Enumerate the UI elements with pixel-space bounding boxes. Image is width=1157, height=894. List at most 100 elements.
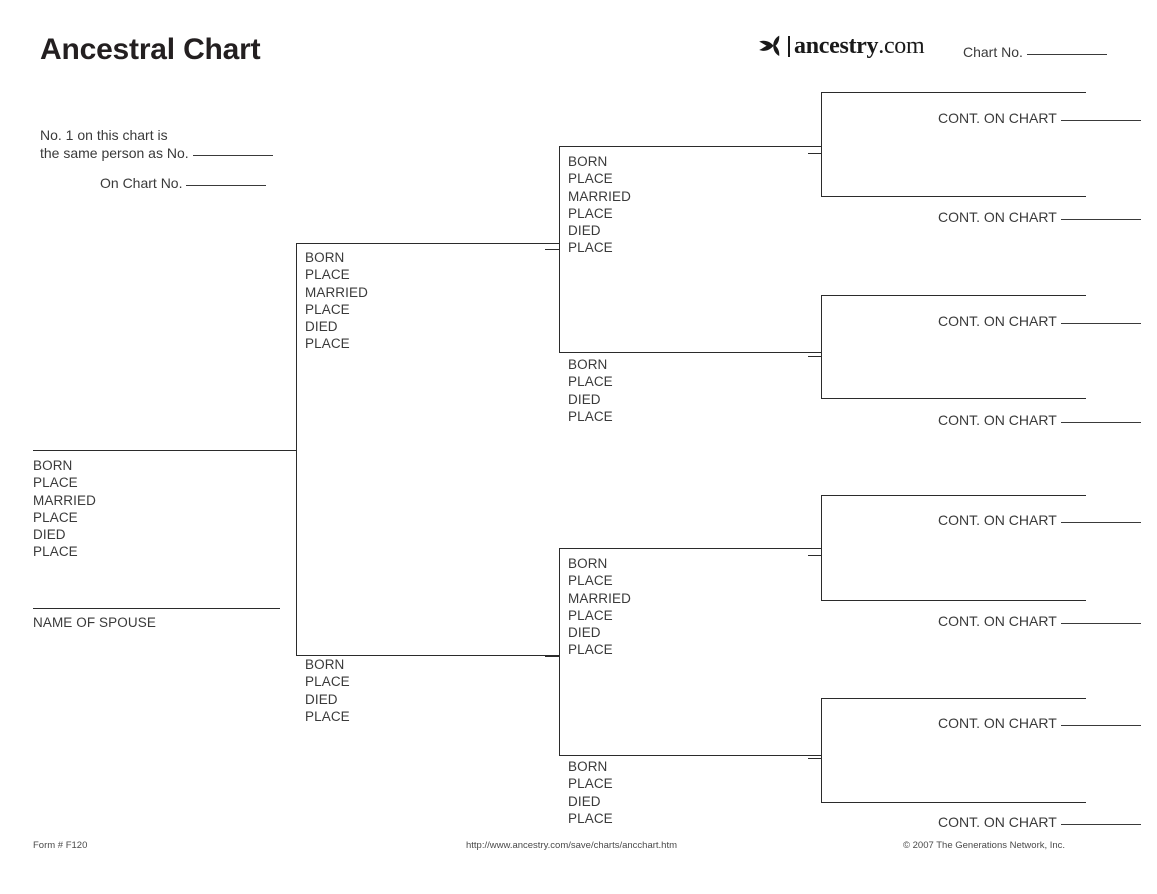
gen4-bracket-3-spine <box>821 495 822 601</box>
gen3-1-fields: BORN PLACE MARRIED PLACE DIED PLACE <box>568 153 631 257</box>
gen4-2-name-rule <box>821 196 1086 197</box>
gen4-1-cont-on-chart[interactable]: CONT. ON CHART <box>938 110 1141 126</box>
gen2-father-born: BORN <box>305 250 345 265</box>
gen3-1-born: BORN <box>568 154 608 169</box>
gen2-mother-name-rule <box>296 655 560 656</box>
gen3-4-connector-stub <box>808 758 822 759</box>
gen4-1-blank[interactable] <box>1060 120 1141 121</box>
gen2-father-connector-stub <box>545 249 560 250</box>
gen4-3-blank[interactable] <box>1060 323 1141 324</box>
gen3-4-place-born: PLACE <box>568 776 613 792</box>
on-chart-label: On Chart No. <box>100 175 183 191</box>
spouse-name-rule <box>33 608 280 609</box>
gen2-mother-connector-stub <box>545 656 560 657</box>
gen3-3-married: MARRIED <box>568 590 631 606</box>
note-line-1: No. 1 on this chart is <box>40 127 168 143</box>
gen3-3-died: DIED <box>568 625 601 641</box>
gen3-2-died: DIED <box>568 391 601 407</box>
gen3-3-place-married: PLACE <box>568 607 613 623</box>
gen3-1-married: MARRIED <box>568 188 631 204</box>
gen4-5-blank[interactable] <box>1060 522 1141 523</box>
gen4-3-name-rule <box>821 295 1086 296</box>
gen3-3-place-born: PLACE <box>568 573 613 589</box>
gen4-6-cont-on-chart[interactable]: CONT. ON CHART <box>938 613 1141 629</box>
gen2-mother-place-born: PLACE <box>305 674 350 690</box>
gen2-mother-died: DIED <box>305 691 338 707</box>
gen4-3-cont-on-chart[interactable]: CONT. ON CHART <box>938 313 1141 329</box>
footer-url[interactable]: http://www.ancestry.com/save/charts/ancc… <box>466 840 678 851</box>
ancestry-logo: ancestry.com <box>757 32 925 60</box>
footer-form-number: Form # F120 <box>33 840 88 851</box>
gen2-mother-place-died: PLACE <box>305 708 350 724</box>
on-chart-note: On Chart No. <box>100 175 267 191</box>
gen3-3-connector-stub <box>808 555 822 556</box>
gen2-bracket-spine <box>296 243 297 656</box>
gen3-4-place-died: PLACE <box>568 810 613 826</box>
gen3-1-place-born: PLACE <box>568 171 613 187</box>
gen3-1-name-rule <box>559 146 821 147</box>
gen4-4-blank[interactable] <box>1060 422 1141 423</box>
person1-fields: BORN PLACE MARRIED PLACE DIED PLACE <box>33 457 96 561</box>
gen3-2-place-born: PLACE <box>568 374 613 390</box>
gen2-father-place-born: PLACE <box>305 267 350 283</box>
gen4-bracket-4-spine <box>821 698 822 803</box>
gen4-8-blank[interactable] <box>1060 824 1141 825</box>
gen2-father-married: MARRIED <box>305 284 368 300</box>
gen4-bracket-2-spine <box>821 295 822 399</box>
chart-number-label: Chart No. <box>963 44 1023 60</box>
person1-born: BORN <box>33 458 73 473</box>
page-title: Ancestral Chart <box>40 33 261 66</box>
gen2-father-name-rule <box>296 243 560 244</box>
ancestry-leaf-icon <box>759 35 780 56</box>
person1-place-married: PLACE <box>33 509 78 525</box>
name-of-spouse-label: NAME OF SPOUSE <box>33 615 156 630</box>
gen3-2-connector-stub <box>808 356 822 357</box>
gen2-mother-fields: BORN PLACE DIED PLACE <box>305 656 350 725</box>
same-person-blank[interactable] <box>192 155 273 156</box>
gen3-3-name-rule <box>559 548 821 549</box>
gen2-mother-born: BORN <box>305 657 345 672</box>
brand-name: ancestry <box>794 33 879 59</box>
gen3-1-connector-stub <box>808 153 822 154</box>
chart-number-blank[interactable] <box>1026 54 1107 55</box>
gen4-bracket-1-spine <box>821 92 822 197</box>
gen3-2-fields: BORN PLACE DIED PLACE <box>568 356 613 425</box>
gen3-4-name-rule <box>559 755 821 756</box>
person1-place-born: PLACE <box>33 475 78 491</box>
spouse-label: NAME OF SPOUSE <box>33 614 156 631</box>
person1-married: MARRIED <box>33 492 96 508</box>
gen3-2-born: BORN <box>568 357 608 372</box>
gen4-2-cont-on-chart[interactable]: CONT. ON CHART <box>938 209 1141 225</box>
footer-copyright: © 2007 The Generations Network, Inc. <box>903 840 1066 851</box>
brand-tld: .com <box>878 33 925 59</box>
gen4-5-cont-on-chart[interactable]: CONT. ON CHART <box>938 512 1141 528</box>
gen4-4-name-rule <box>821 398 1086 399</box>
gen3-4-born: BORN <box>568 759 608 774</box>
person1-died: DIED <box>33 527 66 543</box>
gen3-upper-bracket-spine <box>559 146 560 353</box>
gen4-8-cont-on-chart[interactable]: CONT. ON CHART <box>938 814 1141 830</box>
gen3-4-died: DIED <box>568 793 601 809</box>
gen4-6-name-rule <box>821 600 1086 601</box>
chart-number-field[interactable]: Chart No. <box>963 44 1107 60</box>
person1-name-rule <box>33 450 296 451</box>
gen4-7-name-rule <box>821 698 1086 699</box>
gen3-4-fields: BORN PLACE DIED PLACE <box>568 758 613 827</box>
gen3-2-place-died: PLACE <box>568 408 613 424</box>
gen4-8-name-rule <box>821 802 1086 803</box>
gen4-7-blank[interactable] <box>1060 725 1141 726</box>
gen2-father-died: DIED <box>305 319 338 335</box>
gen2-father-fields: BORN PLACE MARRIED PLACE DIED PLACE <box>305 249 368 353</box>
gen3-1-place-died: PLACE <box>568 240 613 256</box>
gen4-6-blank[interactable] <box>1060 623 1141 624</box>
gen4-4-cont-on-chart[interactable]: CONT. ON CHART <box>938 412 1141 428</box>
same-person-note: No. 1 on this chart is the same person a… <box>40 126 273 162</box>
gen4-2-blank[interactable] <box>1060 219 1141 220</box>
gen3-3-place-died: PLACE <box>568 642 613 658</box>
gen3-1-place-married: PLACE <box>568 205 613 221</box>
on-chart-blank[interactable] <box>186 185 267 186</box>
gen4-7-cont-on-chart[interactable]: CONT. ON CHART <box>938 715 1141 731</box>
gen3-1-died: DIED <box>568 223 601 239</box>
person1-connector-stub <box>280 450 297 451</box>
